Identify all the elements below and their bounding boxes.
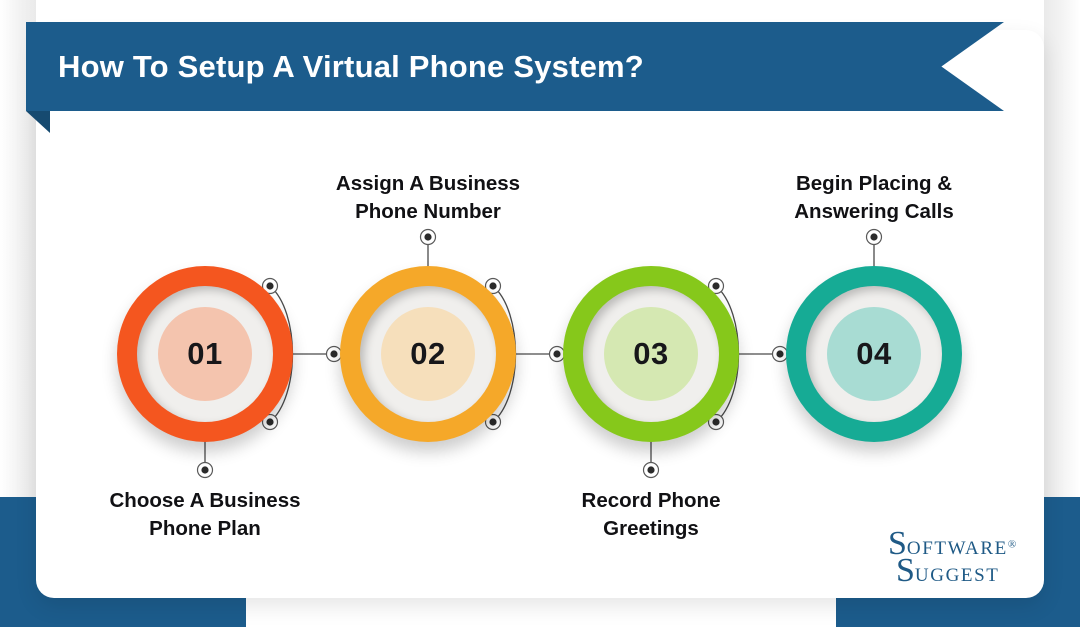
step-circle-02[interactable]: 02	[340, 266, 516, 442]
step-label-04-line2: Answering Calls	[794, 200, 954, 224]
logo-word-2: UGGEST	[914, 564, 1000, 586]
step-label-02-line1: Assign A Business	[335, 172, 521, 195]
logo-line-2: SUGGEST	[896, 551, 1016, 589]
logo-word-1: OFTWARE	[906, 538, 1008, 559]
registered-trademark-icon: ®	[1007, 538, 1017, 551]
step-circle-04[interactable]: 04	[786, 266, 962, 442]
step-circle-03[interactable]: 03	[563, 266, 739, 442]
step-01-number: 01	[158, 307, 252, 401]
footer-strip	[0, 627, 1080, 643]
step-04-number: 04	[827, 307, 921, 401]
header-ribbon-shape	[26, 22, 1004, 111]
step-label-04-line1: Begin Placing &	[795, 172, 953, 195]
page-title: How To Setup A Virtual Phone System?	[58, 48, 644, 84]
softwaresuggest-logo[interactable]: SOFTWARE® SUGGEST	[888, 525, 1017, 589]
step-label-04: Begin Placing & Answering Calls	[724, 170, 1024, 226]
step-label-03: Record Phone Greetings	[501, 487, 801, 543]
step-03-number: 03	[604, 307, 698, 401]
step-label-01-line2: Phone Plan	[149, 517, 261, 541]
logo-cap-2: S	[896, 551, 915, 589]
header-ribbon: How To Setup A Virtual Phone System?	[26, 22, 1004, 133]
logo-line-1: SOFTWARE®	[888, 525, 1017, 562]
step-label-01: Choose A Business Phone Plan	[55, 487, 355, 543]
step-02-number: 02	[381, 307, 475, 401]
step-label-03-line1: Record Phone	[581, 489, 721, 512]
logo-cap-1: S	[888, 525, 907, 562]
step-circle-01[interactable]: 01	[117, 266, 293, 442]
step-label-01-line1: Choose A Business	[109, 489, 301, 512]
step-label-02-line2: Phone Number	[355, 200, 501, 224]
step-label-02: Assign A Business Phone Number	[278, 170, 578, 226]
step-label-03-line2: Greetings	[603, 517, 699, 541]
